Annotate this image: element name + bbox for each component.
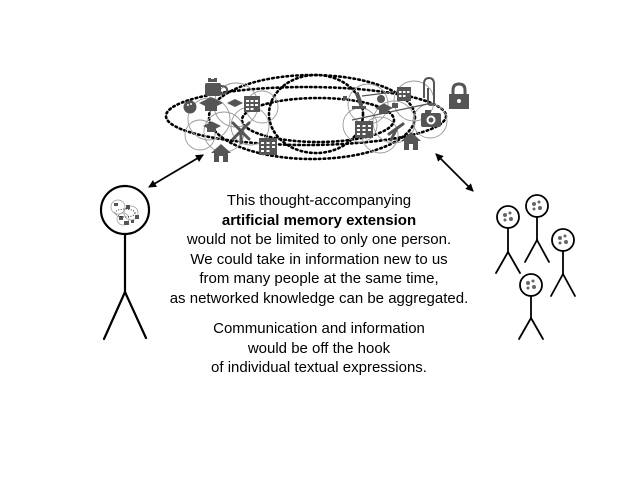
graduation-cap-icon	[199, 97, 223, 111]
stick-figure-4	[518, 273, 544, 340]
camera-icon	[421, 110, 441, 127]
head-icons-small	[503, 200, 568, 290]
head-network-icon	[110, 199, 139, 226]
caption-line: of individual textual expressions.	[211, 359, 427, 377]
stick-figure-3	[550, 228, 576, 297]
arrow-right-double	[435, 153, 474, 192]
telescope-icon	[387, 122, 405, 142]
head-network-icon-1	[503, 211, 513, 222]
graduation-cap-icon	[203, 121, 221, 132]
caption-line: Communication and information	[213, 320, 425, 337]
caption-block-2: Communication and information would be o…	[0, 319, 638, 378]
arrow-left-double	[148, 154, 204, 188]
graduation-cap-icon	[227, 99, 243, 107]
windmill-icon	[231, 121, 251, 145]
caption-line: as networked knowledge can be aggregated…	[169, 289, 469, 307]
head-network-icon-4	[526, 279, 536, 290]
network-line	[351, 91, 433, 121]
caption-line: We could take in information new to us	[190, 250, 448, 268]
paperclip-icon	[423, 76, 435, 107]
microscope-icon	[352, 91, 366, 109]
caption-block-1: This thought-accompanying artificial mem…	[0, 191, 638, 309]
stick-figure-1	[495, 205, 521, 274]
head-network-icon-2	[532, 200, 542, 211]
caption-line: from many people at the same time,	[199, 270, 439, 288]
bowling-ball-icon	[183, 100, 197, 114]
globe-icon	[377, 95, 385, 103]
head-network-icon-3	[558, 234, 568, 245]
small-marks	[208, 79, 398, 108]
caption-line: would be off the hook	[247, 339, 391, 357]
padlock-icon	[449, 82, 469, 109]
house-icon	[401, 132, 421, 150]
calendar-icon	[355, 121, 373, 138]
graduation-cap-icon	[375, 103, 393, 114]
caption-line: would not be limited to only one person.	[186, 231, 452, 249]
house-icon	[211, 144, 231, 162]
caption-line-bold: artificial memory extension	[221, 211, 417, 229]
knowledge-network	[164, 73, 469, 162]
calendar-icon	[397, 87, 411, 101]
calendar-icon	[244, 96, 260, 112]
caption-line: This thought-accompanying	[226, 192, 412, 209]
stick-figure-2	[524, 194, 550, 263]
calendar-icon	[259, 138, 277, 155]
stick-figure-group	[495, 194, 576, 340]
